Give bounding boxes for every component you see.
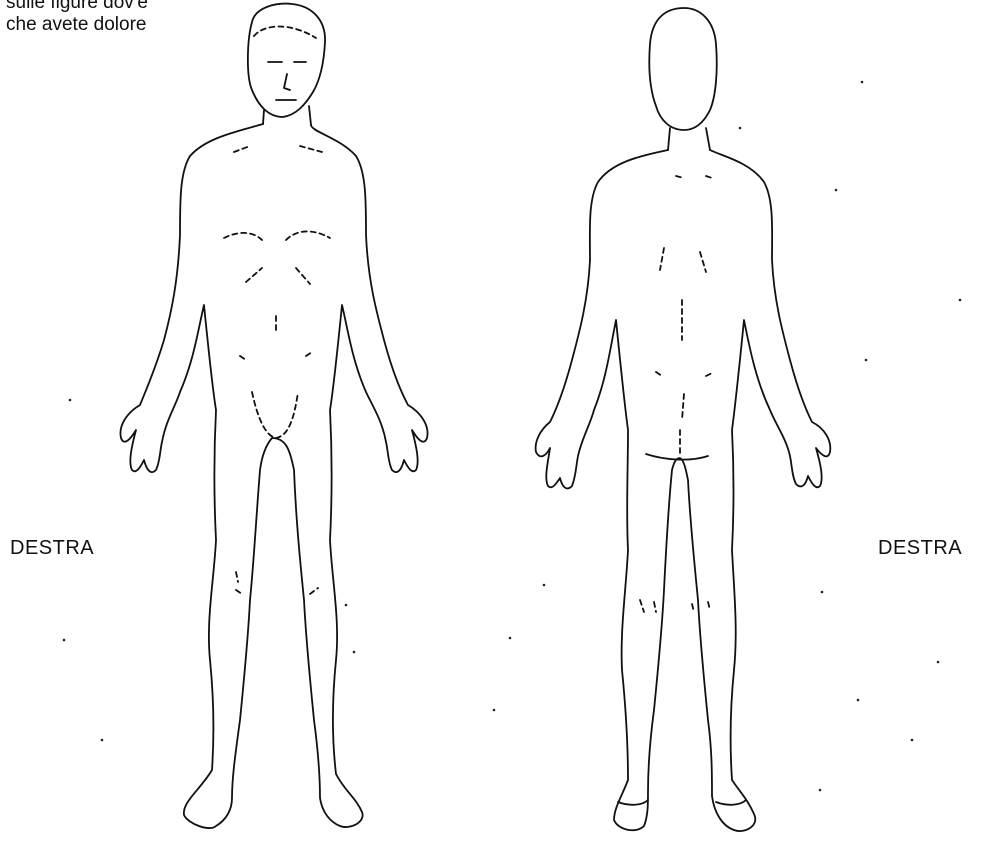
front-chest-details [224,231,330,438]
front-body-figure[interactable] [120,4,427,828]
back-neck-marks [676,176,712,178]
front-body-outline [120,124,427,828]
back-spine-line [680,300,684,456]
back-heel-marks [618,800,746,805]
front-knee-marks [236,572,318,594]
back-neck [668,128,710,150]
back-head-outline [649,8,717,130]
front-hair-outline [254,27,316,39]
back-body-figure[interactable] [536,8,831,831]
back-body-outline [536,150,831,831]
front-collarbone [234,146,322,152]
back-knee-marks [640,600,710,612]
back-waist-line [646,454,708,460]
back-shoulder-blades [656,248,714,376]
front-face-features [268,62,306,100]
